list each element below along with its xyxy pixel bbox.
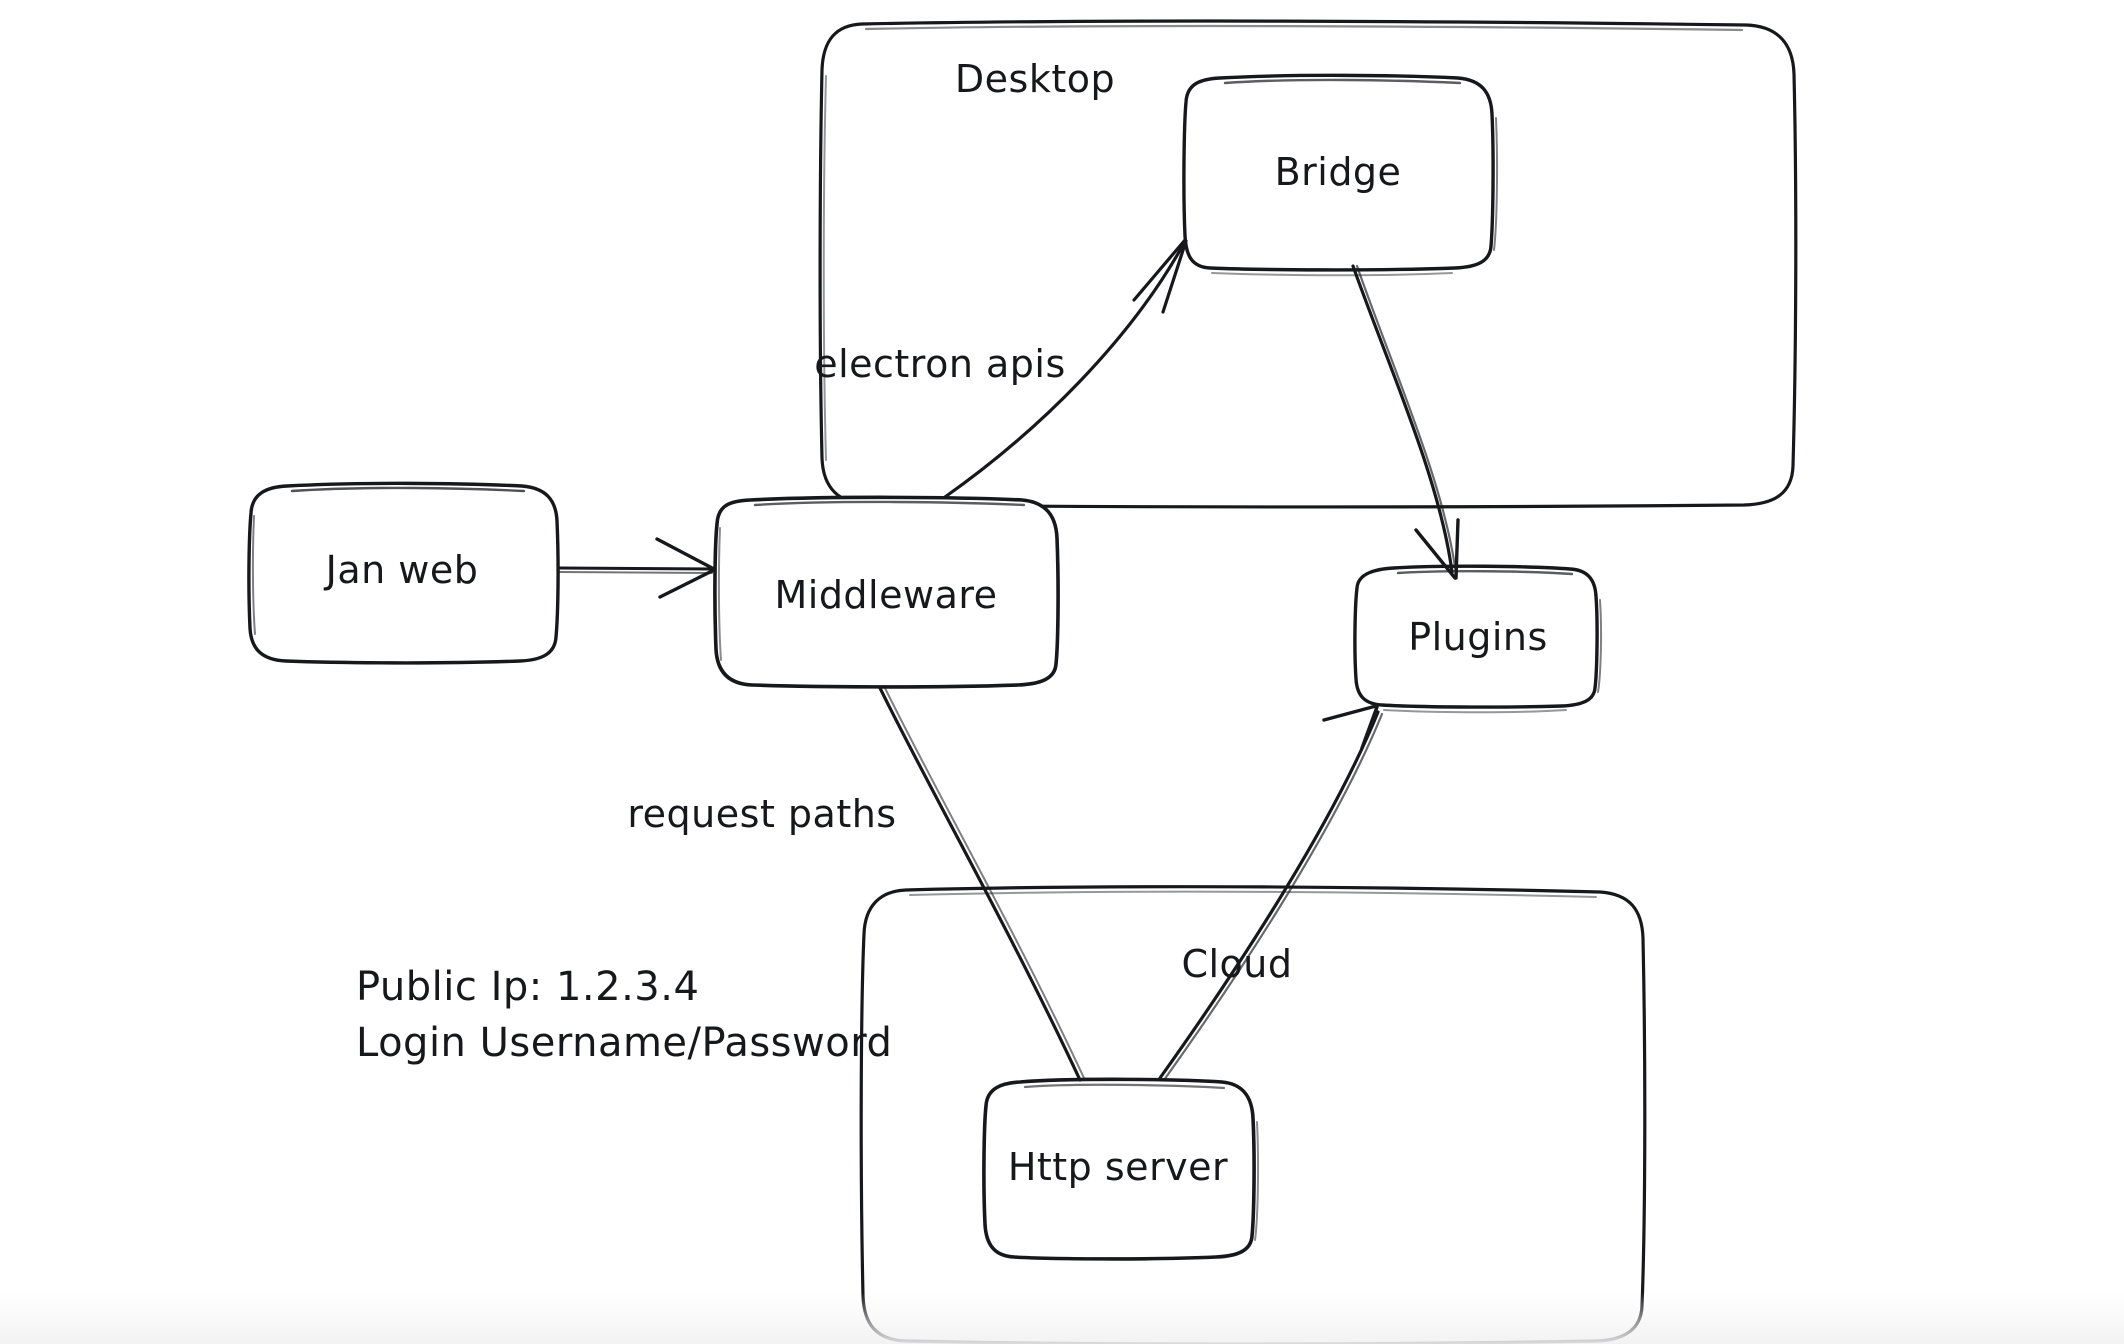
edge-middleware-to-bridge[interactable] (943, 238, 1188, 499)
node-http-server[interactable] (982, 1077, 1260, 1261)
edge-httpserver-to-middleware[interactable] (878, 685, 1085, 1082)
edge-httpserver-to-plugins[interactable] (1158, 704, 1384, 1082)
node-bridge[interactable] (1182, 73, 1499, 277)
node-plugins[interactable] (1353, 564, 1603, 714)
note-login-credentials: Login Username/Password (356, 1020, 892, 1066)
node-middleware[interactable] (713, 495, 1060, 689)
node-label-middleware: Middleware (774, 573, 997, 617)
node-label-jan-web: Jan web (324, 548, 479, 592)
group-label-desktop: Desktop (955, 57, 1115, 101)
edge-label-electron-apis: electron apis (814, 342, 1066, 386)
node-jan-web[interactable] (247, 481, 560, 665)
edge-bridge-to-plugins[interactable] (1351, 264, 1460, 580)
edge-janweb-to-middleware[interactable] (556, 537, 716, 599)
node-label-bridge: Bridge (1275, 150, 1402, 194)
note-public-ip: Public Ip: 1.2.3.4 (356, 964, 699, 1010)
group-desktop[interactable] (818, 19, 1798, 509)
edge-label-request-paths: request paths (627, 792, 896, 836)
node-label-plugins: Plugins (1408, 615, 1548, 659)
node-label-http-server: Http server (1008, 1145, 1228, 1189)
edge-label-cloud: Cloud (1181, 942, 1292, 986)
